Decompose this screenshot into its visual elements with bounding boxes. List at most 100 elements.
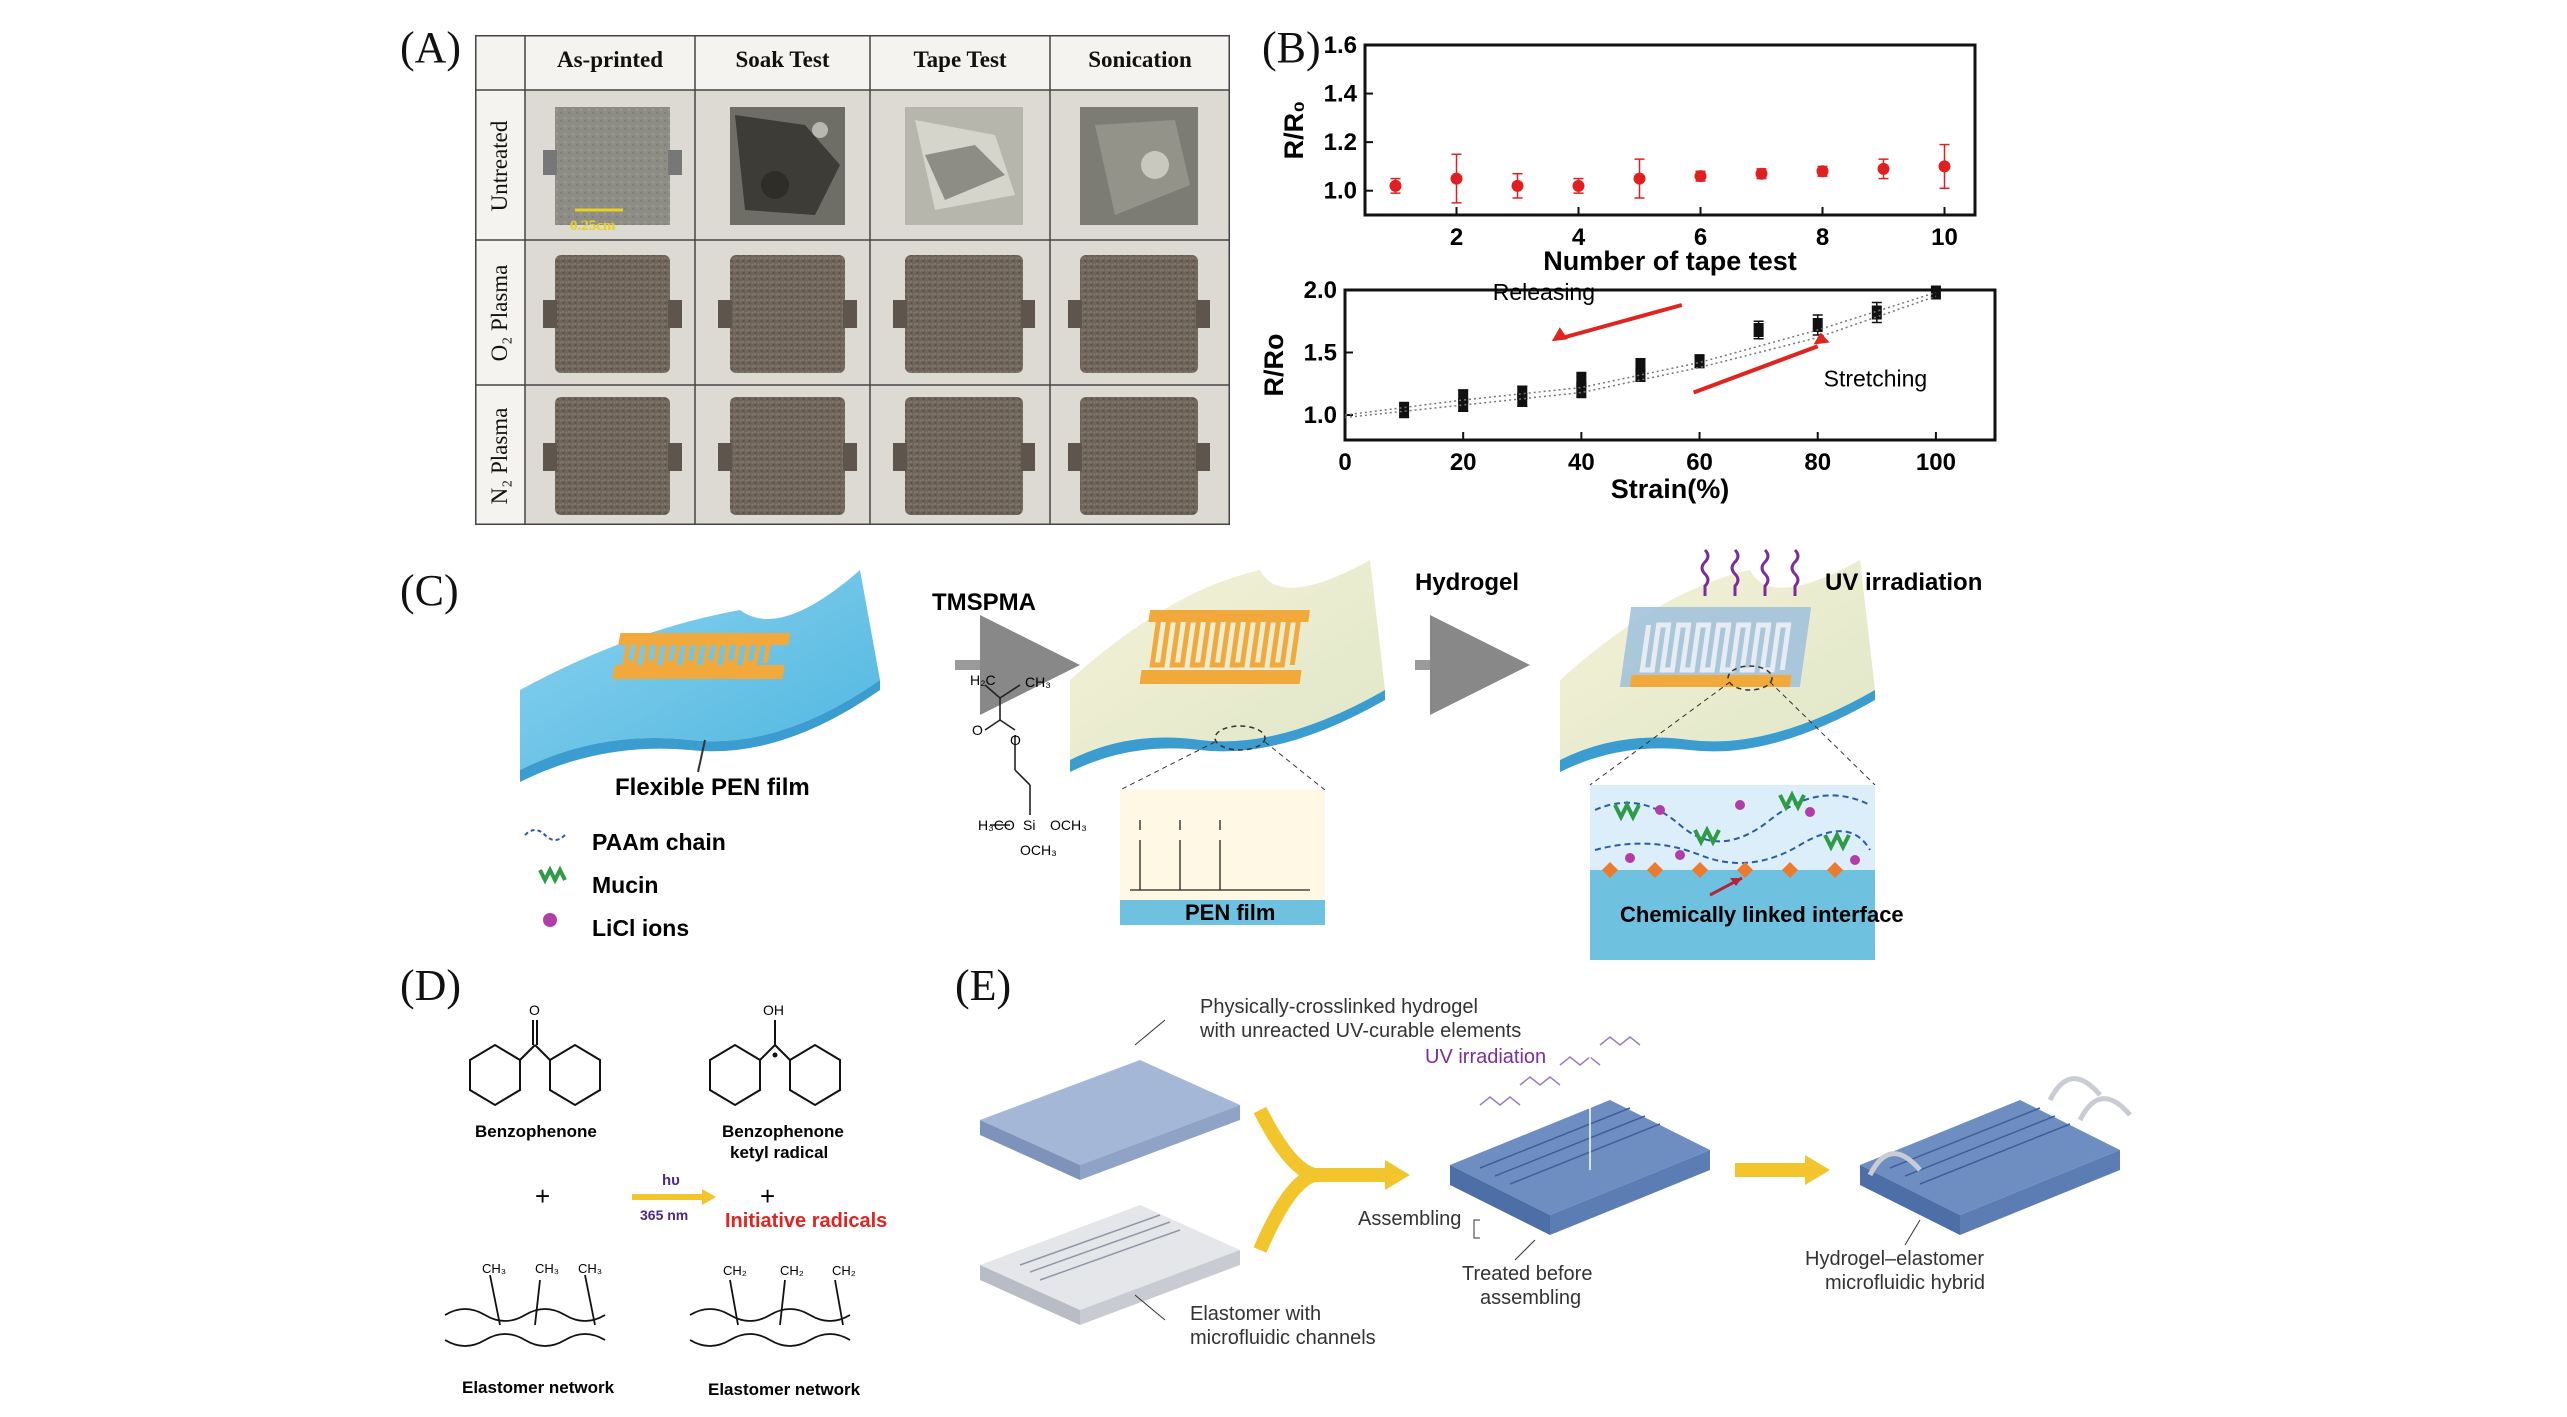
x-tick-label: 8 bbox=[1816, 224, 1829, 251]
elastomer-network-right bbox=[689, 1279, 851, 1347]
data-point bbox=[1572, 179, 1585, 192]
assembled-device bbox=[1450, 1100, 1710, 1235]
data-point bbox=[1517, 385, 1528, 400]
legend-paam: PAAm chain bbox=[592, 829, 726, 855]
tmspma-och3-a: OCH₃ bbox=[1050, 817, 1087, 833]
ch2-a: CH₂ bbox=[723, 1263, 747, 1278]
data-point bbox=[1812, 318, 1823, 332]
panel-a-table: As-printed Soak Test Tape Test Sonicatio… bbox=[475, 35, 1230, 525]
untreated-soak-photo bbox=[730, 107, 845, 225]
uv-irradiation-c-label: UV irradiation bbox=[1825, 569, 1982, 596]
data-point bbox=[1877, 162, 1890, 175]
tmspma-structure bbox=[984, 684, 1031, 826]
hydrogel-label-1: Physically-crosslinked hydrogel bbox=[1200, 996, 1478, 1018]
uv-label-e: UV irradiation bbox=[1425, 1046, 1546, 1068]
y-axis-label: R/Ro bbox=[1259, 334, 1289, 397]
releasing-arrow bbox=[1563, 303, 1683, 340]
data-point bbox=[1816, 165, 1829, 178]
hydrogel-slab bbox=[980, 1060, 1240, 1180]
panel-label-a: (A) bbox=[400, 23, 462, 72]
benzophenone-label: Benzophenone bbox=[475, 1122, 597, 1141]
stretching-arrowhead bbox=[1813, 332, 1830, 345]
treated-label-2: assembling bbox=[1480, 1287, 1581, 1309]
data-point bbox=[1399, 403, 1410, 417]
ketyl-label-2: ketyl radical bbox=[730, 1143, 828, 1162]
tmspma-treated-film-illustration bbox=[1070, 560, 1385, 791]
untreated-as-printed-photo bbox=[543, 107, 682, 225]
x-tick-label: 40 bbox=[1568, 449, 1595, 476]
release-trend-line bbox=[1344, 295, 1937, 419]
o2-plasma-photos bbox=[543, 255, 1210, 373]
elastomer-network-left bbox=[444, 1274, 606, 1347]
plus-left: + bbox=[535, 1181, 550, 1211]
x-tick-label: 2 bbox=[1450, 224, 1463, 251]
data-point bbox=[1517, 393, 1528, 407]
y-tick-label: 1.0 bbox=[1304, 402, 1337, 429]
panel-label-b: (B) bbox=[1262, 23, 1321, 72]
hydrogel-label-2: with unreacted UV-curable elements bbox=[1199, 1020, 1521, 1042]
plus-right: + bbox=[760, 1181, 775, 1211]
panel-c-schematic: Flexible PEN film TMSPMA Hydrogel H₂C CH… bbox=[520, 548, 1982, 960]
elastomer-label-1: Elastomer with bbox=[1190, 1303, 1321, 1325]
data-point bbox=[1389, 179, 1402, 192]
stretch-trend-line bbox=[1344, 291, 1937, 416]
film-label: Flexible PEN film bbox=[615, 774, 810, 801]
x-axis-label: Strain(%) bbox=[1611, 474, 1730, 504]
data-point bbox=[1576, 383, 1587, 397]
tmspma-och3-b: OCH₃ bbox=[1020, 842, 1057, 858]
tmspma-o1: O bbox=[972, 722, 983, 738]
tmspma-label: TMSPMA bbox=[932, 589, 1036, 616]
col-header-tape: Tape Test bbox=[913, 47, 1007, 72]
legend-mucin: Mucin bbox=[592, 872, 658, 898]
data-point bbox=[1694, 354, 1705, 369]
data-point bbox=[1930, 285, 1941, 300]
y-tick-label: 1.2 bbox=[1324, 129, 1357, 156]
tmspma-si: Si bbox=[1023, 817, 1035, 833]
x-tick-label: 80 bbox=[1804, 449, 1831, 476]
hydrogel-zoom-box bbox=[1590, 785, 1875, 960]
x-tick-label: 100 bbox=[1916, 449, 1956, 476]
y-axis-label: R/R₀ bbox=[1279, 101, 1309, 160]
y-tick-label: 1.6 bbox=[1324, 32, 1357, 59]
hv-label: hυ bbox=[662, 1172, 680, 1189]
ketyl-oh: OH bbox=[763, 1002, 784, 1018]
y-tick-label: 1.4 bbox=[1324, 81, 1358, 108]
hydrogel-bonded-film-illustration bbox=[1560, 548, 1876, 786]
stretching-arrow bbox=[1692, 344, 1819, 395]
panel-label-e: (E) bbox=[955, 961, 1012, 1010]
panel-label-d: (D) bbox=[400, 961, 462, 1010]
tmspma-ch2: H₂C bbox=[970, 672, 996, 688]
assembling-label: Assembling bbox=[1358, 1208, 1461, 1230]
panel-label-c: (C) bbox=[400, 566, 459, 615]
panel-e-schematic: Physically-crosslinked hydrogel with unr… bbox=[980, 996, 2132, 1349]
y-tick-label: 2.0 bbox=[1304, 277, 1337, 304]
ketyl-structure bbox=[709, 1020, 841, 1107]
pen-film-label: PEN film bbox=[1185, 900, 1275, 925]
col-header-as-printed: As-printed bbox=[556, 47, 664, 72]
x-axis-label: Number of tape test bbox=[1543, 246, 1797, 276]
elastomer-slab bbox=[980, 1205, 1240, 1325]
col-header-sonication: Sonication bbox=[1088, 47, 1192, 72]
releasing-arrowhead bbox=[1551, 327, 1568, 342]
tmspma-h3co: H₃CO bbox=[978, 817, 1015, 833]
data-point bbox=[1450, 172, 1463, 185]
untreated-tape-photo bbox=[905, 107, 1023, 225]
row-header-n2: N₂ Plasma bbox=[487, 407, 512, 505]
tmspma-ch3: CH₃ bbox=[1025, 674, 1051, 690]
data-point bbox=[1694, 170, 1707, 183]
elastomer-network-label-right: Elastomer network bbox=[708, 1380, 861, 1399]
data-point bbox=[1755, 167, 1768, 180]
hydrogel-step-label: Hydrogel bbox=[1415, 569, 1519, 596]
wavelength-label: 365 nm bbox=[640, 1207, 688, 1223]
scale-bar-label: 0.25cm bbox=[570, 218, 616, 234]
n2-plasma-photos bbox=[543, 397, 1210, 515]
tmspma-o2: O bbox=[1010, 732, 1021, 748]
releasing-label: Releasing bbox=[1493, 279, 1595, 305]
x-tick-label: 10 bbox=[1931, 224, 1958, 251]
panel-a-grid bbox=[475, 35, 1230, 525]
stretching-label: Stretching bbox=[1824, 365, 1928, 391]
ch3-c: CH₃ bbox=[578, 1261, 602, 1276]
uv-rays bbox=[1479, 1036, 1641, 1106]
pen-film-zoom-box bbox=[1120, 790, 1325, 925]
